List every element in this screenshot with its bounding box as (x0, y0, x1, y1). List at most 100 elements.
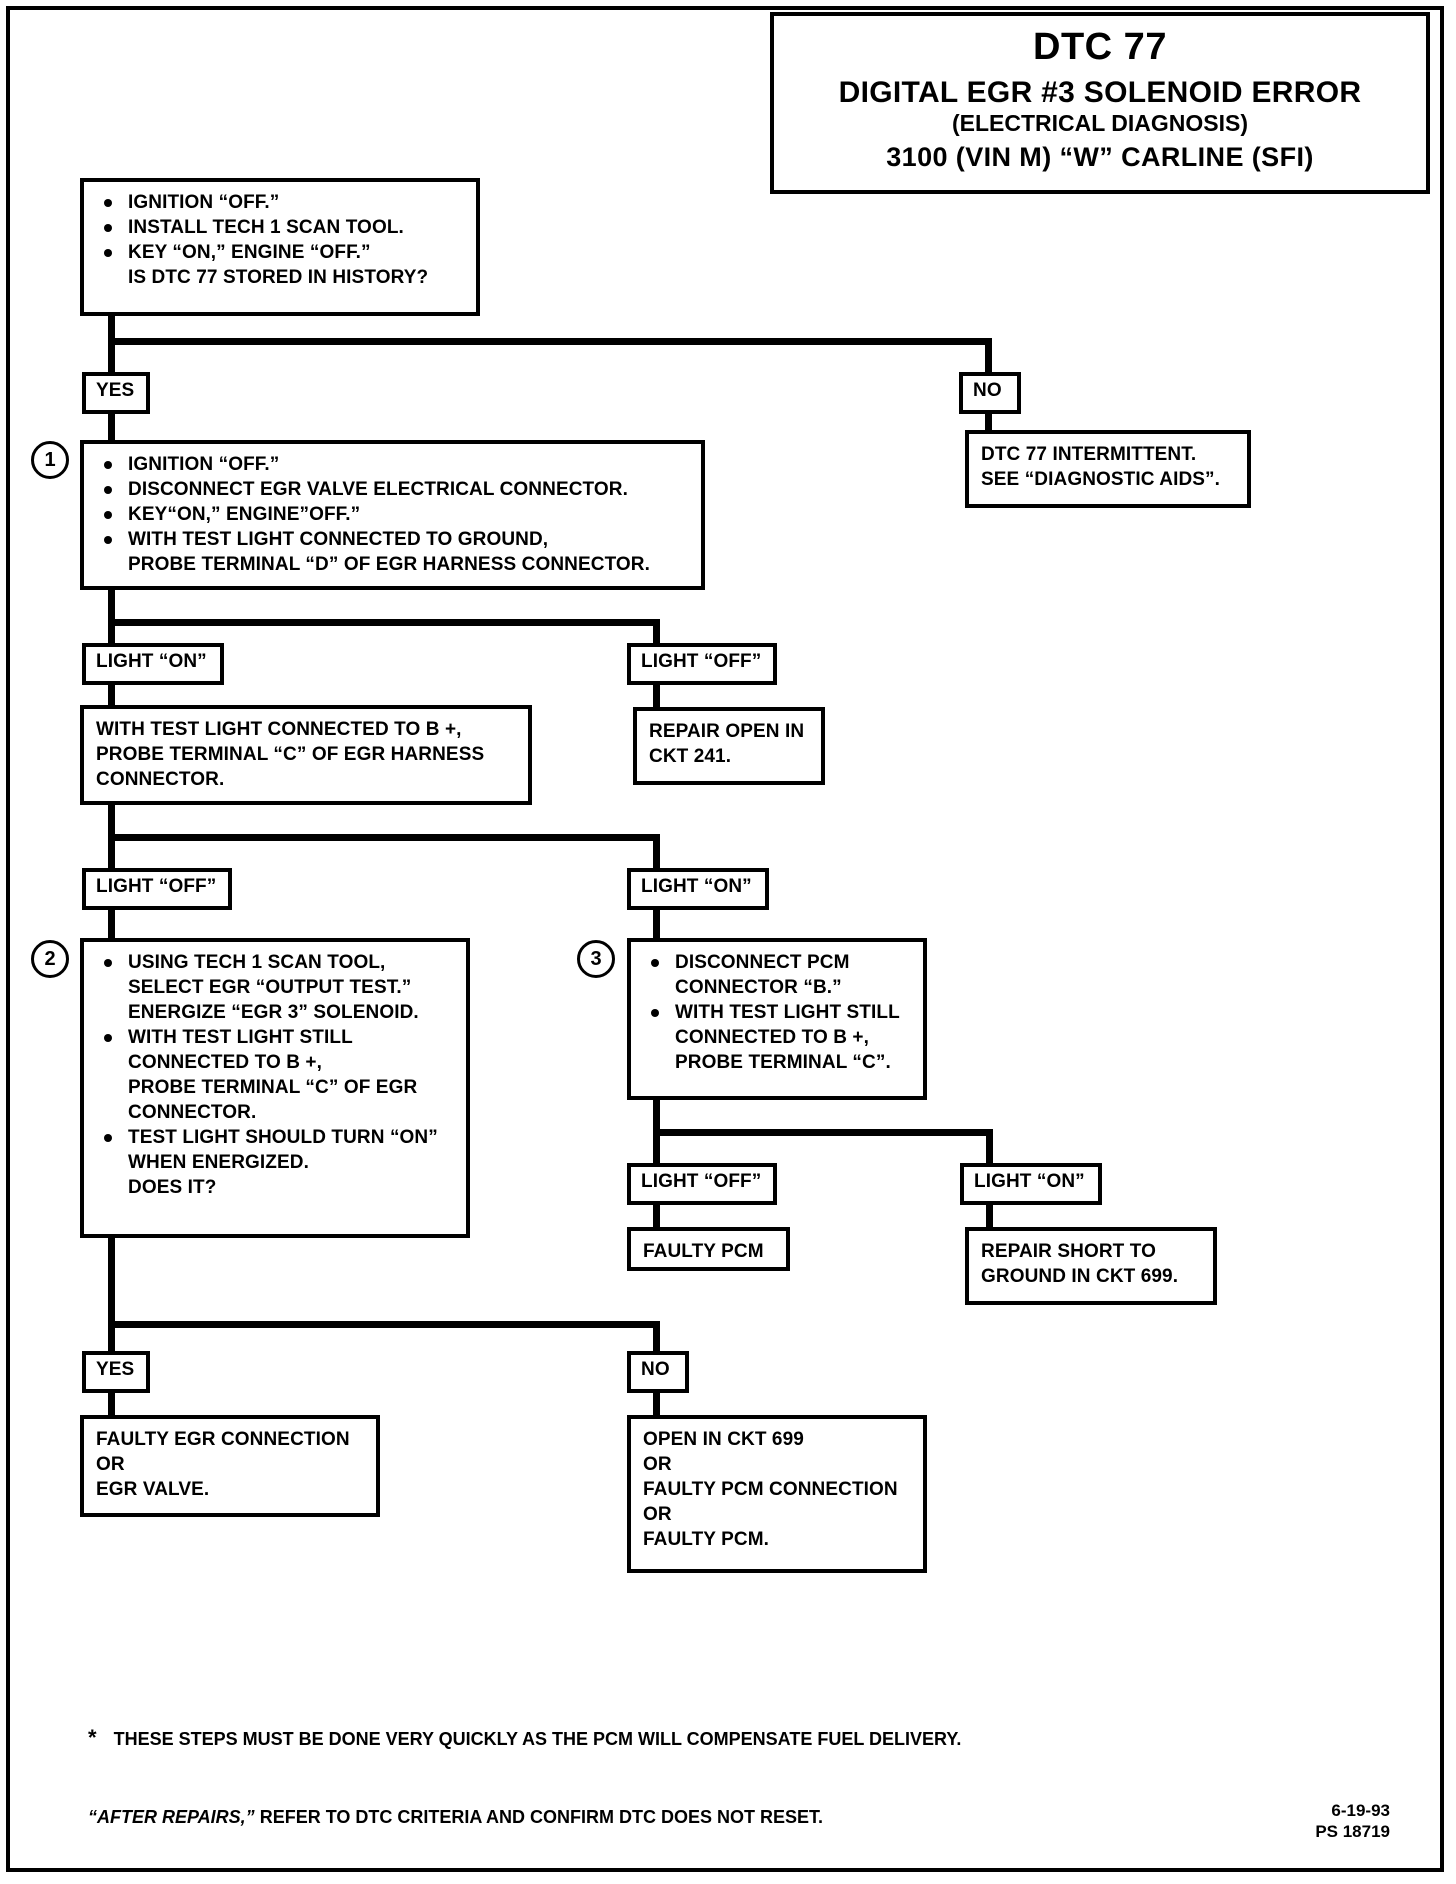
start-bullet-3: KEY “ON,” ENGINE “OFF.” (96, 240, 466, 265)
footnote-after-repairs-label: “AFTER REPAIRS,” (88, 1807, 255, 1827)
connector-nobottom-down (653, 1391, 660, 1417)
start-bullet-1: IGNITION “OFF.” (96, 190, 466, 215)
start-step-list: IGNITION “OFF.” INSTALL TECH 1 SCAN TOOL… (96, 190, 466, 290)
connector-start-down (108, 316, 115, 344)
footnote-asterisk: * (88, 1725, 97, 1750)
connector-step2-down (108, 1238, 115, 1328)
connector-step3-horizontal (653, 1129, 993, 1136)
connector-start-horizontal (108, 338, 992, 345)
step-number-1: 1 (31, 441, 69, 479)
step-3-box: DISCONNECT PCM CONNECTOR “B.” WITH TEST … (627, 938, 927, 1100)
connector-step2-horizontal (108, 1321, 660, 1328)
step2-bullet-2-cont-b: PROBE TERMINAL “C” OF EGR (128, 1077, 418, 1098)
step-number-3: 3 (577, 940, 615, 978)
open-ckt699-line-2: OR (643, 1454, 672, 1475)
step2-bullet-2-cont-c: CONNECTOR. (128, 1102, 257, 1123)
connector-probec-to-lightoff (108, 834, 115, 870)
intermittent-line-2: SEE “DIAGNOSTIC AIDS”. (981, 469, 1221, 490)
step-2-list: USING TECH 1 SCAN TOOL, SELECT EGR “OUTP… (96, 950, 456, 1200)
connector-step1-down (108, 590, 115, 626)
faulty-egr-connection-box: FAULTY EGR CONNECTION OR EGR VALVE. (80, 1415, 380, 1517)
probe-c-line-1: WITH TEST LIGHT CONNECTED TO B +, (96, 719, 462, 740)
document-code: PS 18719 (1315, 1822, 1390, 1841)
open-ckt699-line-3: FAULTY PCM CONNECTION (643, 1479, 898, 1500)
connector-probec-down (108, 805, 115, 841)
step-1-list: IGNITION “OFF.” DISCONNECT EGR VALVE ELE… (96, 452, 691, 577)
open-ckt699-line-5: FAULTY PCM. (643, 1529, 770, 1550)
step3-bullet-1-cont: CONNECTOR “B.” (675, 977, 842, 998)
branch-label-light-off-1: LIGHT “OFF” (627, 643, 777, 685)
connector-step3-to-lightoff (653, 1129, 660, 1165)
faulty-egr-line-2: OR (96, 1454, 125, 1475)
title-diagnosis-type: (ELECTRICAL DIAGNOSIS) (951, 110, 1249, 136)
step2-bullet-1: USING TECH 1 SCAN TOOL, (96, 950, 456, 975)
open-ckt699-line-4: OR (643, 1504, 672, 1525)
footnote-after-repairs-text: REFER TO DTC CRITERIA AND CONFIRM DTC DO… (254, 1807, 824, 1827)
step1-bullet-2: DISCONNECT EGR VALVE ELECTRICAL CONNECTO… (96, 477, 691, 502)
intermittent-result-box: DTC 77 INTERMITTENT. SEE “DIAGNOSTIC AID… (965, 430, 1251, 508)
connector-step3-down (653, 1100, 660, 1136)
step-2-box: USING TECH 1 SCAN TOOL, SELECT EGR “OUTP… (80, 938, 470, 1238)
connector-step2-to-yes (108, 1321, 115, 1353)
branch-label-light-off-2: LIGHT “OFF” (82, 868, 232, 910)
step3-bullet-2-cont-a: CONNECTED TO B +, (675, 1027, 870, 1048)
faulty-egr-line-1: FAULTY EGR CONNECTION (96, 1429, 350, 1450)
connector-probec-to-lighton (653, 834, 660, 870)
probe-terminal-c-box: WITH TEST LIGHT CONNECTED TO B +, PROBE … (80, 705, 532, 805)
repair-short-ground-box: REPAIR SHORT TO GROUND IN CKT 699. (965, 1227, 1217, 1305)
connector-no-down (985, 412, 992, 432)
step-3-list: DISCONNECT PCM CONNECTOR “B.” WITH TEST … (643, 950, 913, 1075)
branch-label-light-off-3: LIGHT “OFF” (627, 1163, 777, 1205)
connector-step2-to-no (653, 1321, 660, 1353)
start-step-box: IGNITION “OFF.” INSTALL TECH 1 SCAN TOOL… (80, 178, 480, 316)
intermittent-line-1: DTC 77 INTERMITTENT. (981, 444, 1197, 465)
connector-step1-to-lightoff (653, 619, 660, 645)
probe-c-line-3: CONNECTOR. (96, 769, 225, 790)
repair-short-line-2: GROUND IN CKT 699. (981, 1266, 1179, 1287)
step3-bullet-1: DISCONNECT PCM (643, 950, 913, 975)
step2-bullet-1-cont-a: SELECT EGR “OUTPUT TEST.” (128, 977, 412, 998)
step1-bullet-4-cont: PROBE TERMINAL “D” OF EGR HARNESS CONNEC… (128, 554, 651, 575)
open-ckt699-box: OPEN IN CKT 699 OR FAULTY PCM CONNECTION… (627, 1415, 927, 1573)
document-date: 6-19-93 (1331, 1801, 1390, 1820)
branch-label-light-on-1: LIGHT “ON” (82, 643, 224, 685)
step-number-2: 2 (31, 940, 69, 978)
connector-lightoff2-down (108, 908, 115, 940)
branch-label-no-bottom: NO (627, 1351, 689, 1393)
connector-step3-to-lighton (986, 1129, 993, 1165)
footnote-text-1: THESE STEPS MUST BE DONE VERY QUICKLY AS… (113, 1729, 962, 1749)
connector-lightoff1-down (653, 683, 660, 709)
title-carline: 3100 (VIN M) “W” CARLINE (SFI) (886, 142, 1314, 172)
repair-open-ckt241-box: REPAIR OPEN IN CKT 241. (633, 707, 825, 785)
connector-to-no (985, 338, 992, 374)
probe-c-line-2: PROBE TERMINAL “C” OF EGR HARNESS (96, 744, 485, 765)
connector-lighton3-down (986, 1203, 993, 1229)
step2-bullet-1-cont-b: ENERGIZE “EGR 3” SOLENOID. (128, 1002, 419, 1023)
connector-lightoff3-down (653, 1203, 660, 1229)
connector-probec-horizontal (108, 834, 660, 841)
step1-bullet-3: KEY“ON,” ENGINE”OFF.” (96, 502, 691, 527)
repair-short-line-1: REPAIR SHORT TO (981, 1241, 1156, 1262)
branch-label-yes-bottom: YES (82, 1351, 150, 1393)
step2-bullet-2: WITH TEST LIGHT STILL (96, 1025, 456, 1050)
branch-label-light-on-3: LIGHT “ON” (960, 1163, 1102, 1205)
step2-bullet-3-cont-a: WHEN ENERGIZED. (128, 1152, 309, 1173)
repair-ckt241-line-2: CKT 241. (649, 746, 732, 767)
connector-lighton1-down (108, 683, 115, 713)
step-1-box: IGNITION “OFF.” DISCONNECT EGR VALVE ELE… (80, 440, 705, 590)
step2-bullet-3: TEST LIGHT SHOULD TURN “ON” (96, 1125, 456, 1150)
connector-yes-down (108, 412, 115, 444)
repair-ckt241-line-1: REPAIR OPEN IN (649, 721, 805, 742)
title-dtc-number: DTC 77 (1033, 26, 1167, 68)
footnote-after-repairs-row: “AFTER REPAIRS,” REFER TO DTC CRITERIA A… (88, 1805, 823, 1829)
open-ckt699-line-1: OPEN IN CKT 699 (643, 1429, 804, 1450)
connector-to-yes (108, 338, 115, 374)
start-bullet-2: INSTALL TECH 1 SCAN TOOL. (96, 215, 466, 240)
branch-label-no-top: NO (959, 372, 1021, 414)
step1-bullet-1: IGNITION “OFF.” (96, 452, 691, 477)
connector-lighton2-down (653, 908, 660, 940)
step2-bullet-3-cont-b: DOES IT? (128, 1177, 217, 1198)
step1-bullet-4: WITH TEST LIGHT CONNECTED TO GROUND, (96, 527, 691, 552)
faulty-pcm-box: FAULTY PCM (627, 1227, 790, 1271)
